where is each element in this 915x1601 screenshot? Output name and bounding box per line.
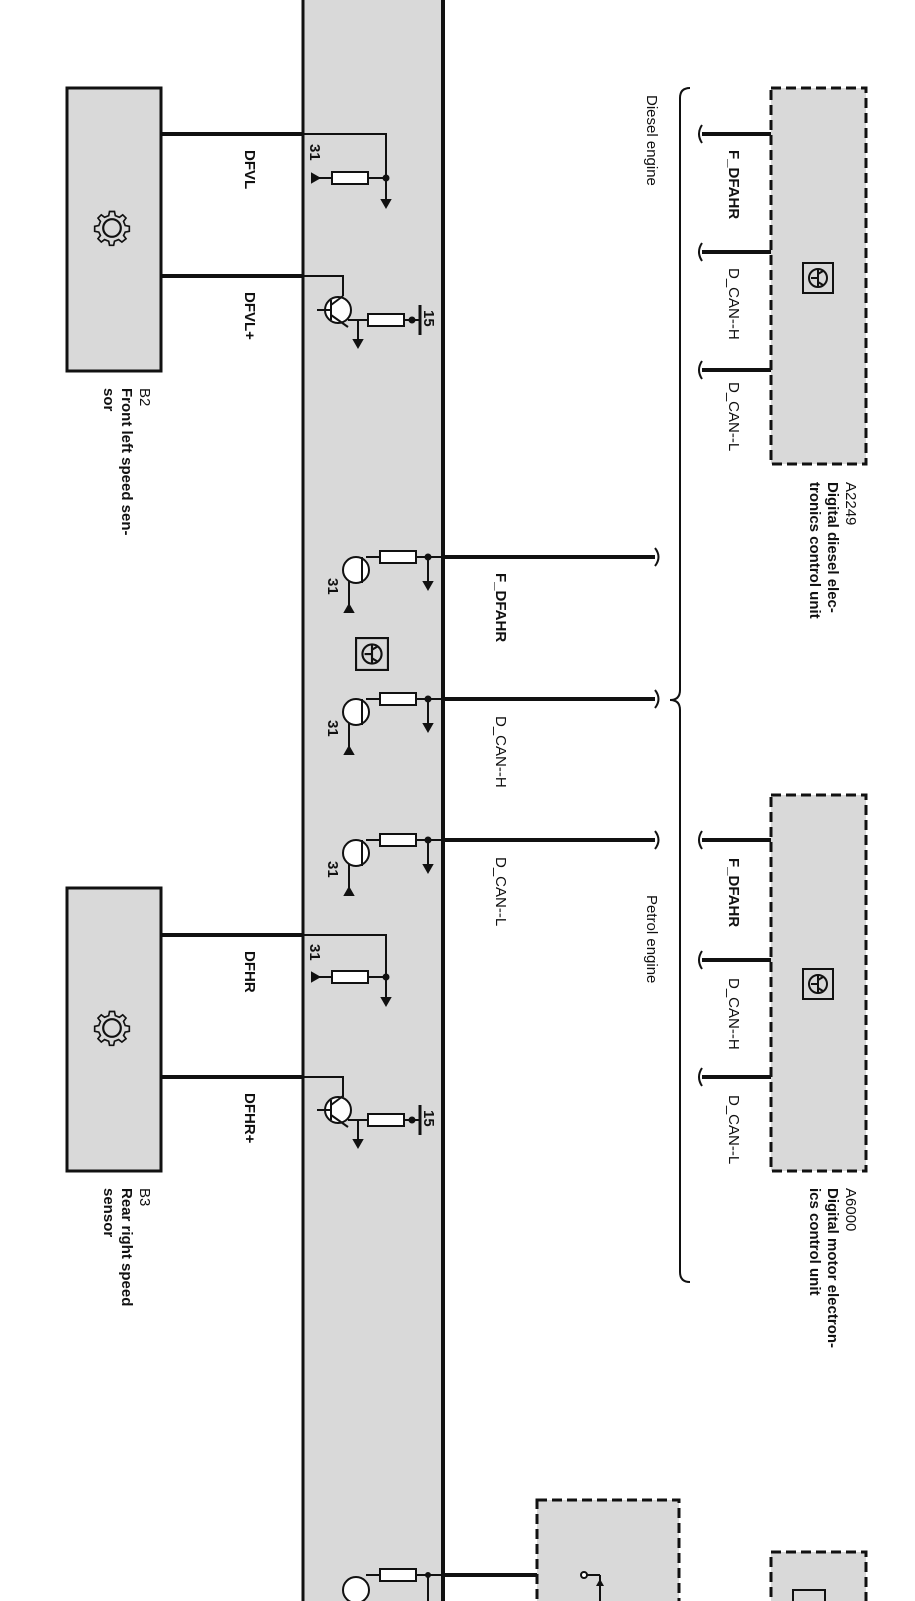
a6000-pin-d-can-h: D_CAN--H [725, 978, 742, 1050]
a2249-code: A2249 [842, 482, 859, 525]
a2249-pin-d-can-h: D_CAN--H [725, 268, 742, 340]
label-dfhr: DFHR [241, 951, 258, 993]
terminal-31: 31 [306, 944, 323, 961]
a6000-name: Digital motor electron- [824, 1188, 841, 1348]
terminal-15: 15 [420, 1110, 437, 1127]
a6000-code: A6000 [842, 1188, 859, 1231]
dfvl-plus-circuit [303, 275, 422, 350]
b3-name-cont: sensor [100, 1188, 117, 1237]
terminal-31: 31 [324, 720, 341, 737]
petrol-engine-brace [679, 710, 691, 1283]
b3-sensor-box [65, 886, 163, 1173]
label-dfvl: DFVL [241, 150, 258, 189]
dfhr-plus-circuit [303, 1076, 422, 1150]
petrol-engine-label: Petrol engine [643, 895, 660, 983]
label-d-can-h: D_CAN--H [492, 716, 509, 788]
a2249-name-cont: tronics control unit [806, 482, 823, 619]
output-driver-d-can-l [342, 830, 660, 896]
label-dfvl-plus: DFVL+ [241, 292, 258, 340]
terminal-31: 31 [324, 861, 341, 878]
label-d-can-l: D_CAN--L [492, 857, 509, 926]
dfvl-input-circuit [303, 133, 392, 210]
b2-sensor-box [65, 86, 163, 373]
a2249-pin-d-can-l: D_CAN--L [725, 382, 742, 451]
terminal-31: 31 [306, 144, 323, 161]
a2249-pins [698, 124, 771, 380]
a6000-pins [698, 830, 771, 1087]
partial-bottom-circuit [342, 1498, 868, 1601]
output-driver-d-can-h [342, 689, 660, 755]
terminal-15: 15 [420, 310, 437, 327]
b2-code: B2 [136, 388, 153, 406]
label-dfhr-plus: DFHR+ [241, 1093, 258, 1144]
label-f-dfahr: F_DFAHR [492, 573, 509, 642]
b2-name-cont: sor [100, 388, 117, 412]
output-driver-f-dfahr [342, 547, 660, 613]
a6000-pin-f-dfahr: F_DFAHR [725, 858, 742, 927]
a6000-name-cont: ics control unit [806, 1188, 823, 1296]
diesel-engine-brace [669, 87, 691, 711]
diesel-engine-label: Diesel engine [643, 95, 660, 186]
b3-code: B3 [136, 1188, 153, 1206]
a2249-name: Digital diesel elec- [824, 482, 841, 613]
dfhr-input-circuit [303, 934, 392, 1008]
a2249-pin-f-dfahr: F_DFAHR [725, 150, 742, 219]
a6000-pin-d-can-l: D_CAN--L [725, 1095, 742, 1164]
terminal-31: 31 [324, 578, 341, 595]
b3-name: Rear right speed [118, 1188, 135, 1306]
module-strip [303, 0, 443, 1601]
b2-name: Front left speed sen- [118, 388, 135, 536]
